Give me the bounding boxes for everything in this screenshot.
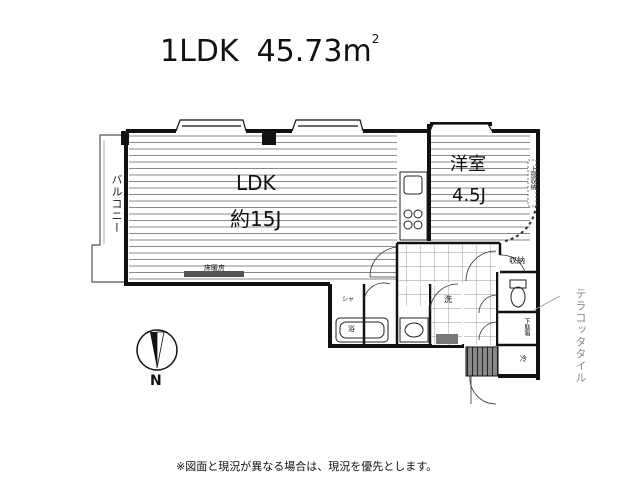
shoe-box-label: 下駄箱 [523, 318, 530, 336]
kitchen-counter [399, 171, 428, 241]
entry-corridor-tiles [399, 245, 496, 283]
floor-plan-title: 1LDK 45.73m2 [160, 32, 380, 69]
bath-label: 浴 [348, 325, 355, 333]
area-unit-superscript: 2 [371, 32, 380, 46]
door-swings [363, 246, 526, 405]
ldk-floor [129, 135, 397, 281]
shower-label: シャ [342, 296, 355, 303]
pillar [262, 131, 276, 145]
entry-corridor-tiles [464, 283, 496, 345]
washbasin [399, 317, 429, 343]
western-room-floor [428, 135, 530, 241]
terracotta-tile-label: テラコッタタイル [574, 288, 587, 384]
floor-area: 45.73m [256, 34, 372, 69]
washroom-tiles [399, 286, 429, 306]
north-label: N [150, 373, 162, 389]
toilet [509, 279, 527, 308]
storage-label: 収納 [509, 256, 525, 265]
floor-heating-bar [184, 271, 244, 277]
balcony-label: バルコニー [110, 174, 123, 234]
entrance-genkan [465, 346, 499, 377]
bathtub [335, 317, 389, 343]
western-room-name: 洋室 [450, 154, 486, 175]
layout-type: 1LDK [160, 34, 239, 69]
upper-storage [527, 159, 537, 207]
refrigerator-label: 冷 [520, 355, 527, 363]
windows [175, 119, 493, 132]
closet-door-swing [504, 204, 537, 242]
washing-machine-pan [436, 334, 458, 344]
terracotta-leader [533, 295, 561, 311]
ldk-room-name: LDK [236, 171, 276, 195]
washer-label: 洗 [444, 295, 452, 304]
disclaimer-note: ※図面と現況が異なる場合は、現況を優先とします。 [176, 460, 438, 473]
floor-heating-label: 床暖房 [204, 264, 225, 272]
north-compass-icon [136, 329, 178, 371]
upper-storage-label: 上部収納 [529, 166, 536, 190]
western-room-size: 4.5J [452, 185, 486, 206]
balcony-area [91, 134, 126, 283]
ldk-room-size: 約15J [230, 207, 282, 231]
pillar [121, 131, 129, 145]
